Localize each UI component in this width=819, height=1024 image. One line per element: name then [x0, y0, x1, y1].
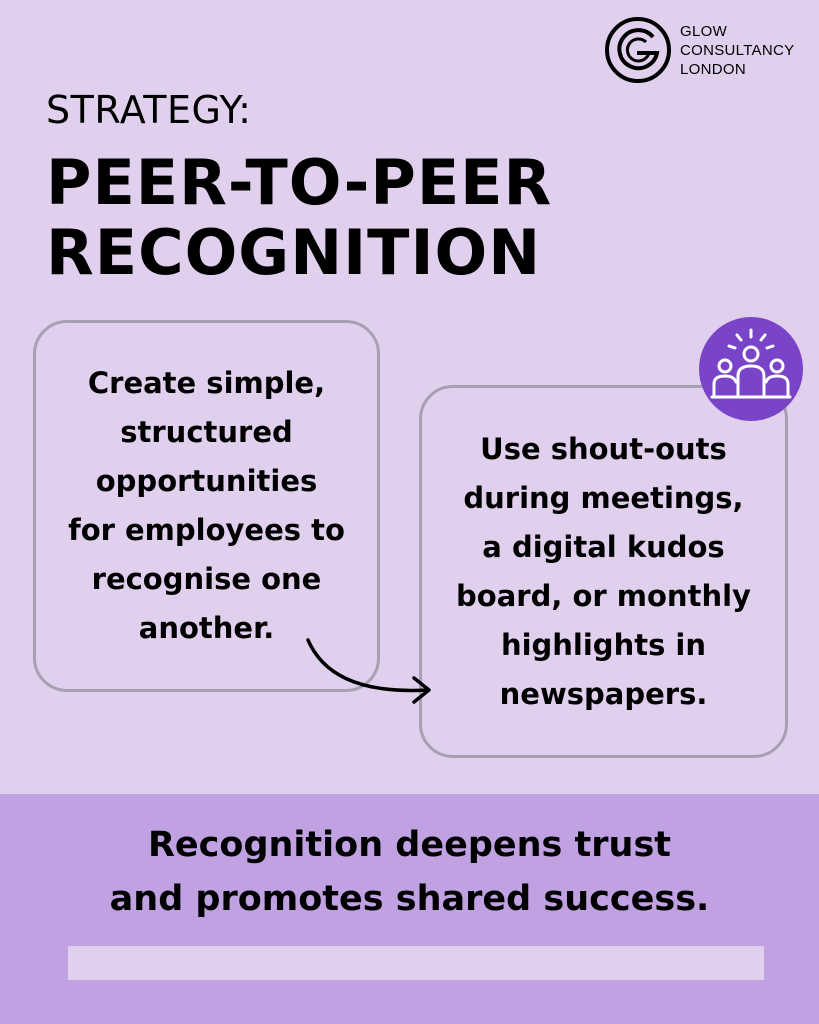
- brand-logo: GLOW CONSULTANCY LONDON: [604, 16, 809, 86]
- footer-highlight-bar: [68, 946, 764, 980]
- page-title: PEER-TO-PEER RECOGNITION: [46, 148, 786, 288]
- page-title-line: PEER-TO-PEER: [46, 146, 553, 219]
- footer-message: Recognition deepens trust and promotes s…: [0, 818, 819, 926]
- card-line: board, or monthly: [456, 578, 751, 613]
- intro-card: Create simple, structured opportunities …: [33, 320, 380, 692]
- intro-card-text: Create simple, structured opportunities …: [58, 359, 355, 653]
- card-line: highlights in: [500, 627, 707, 662]
- card-line: another.: [138, 611, 275, 645]
- team-icon: [699, 317, 803, 421]
- card-line: Use shout-outs: [480, 431, 727, 466]
- card-line: Create simple,: [87, 366, 326, 400]
- card-line: opportunities: [95, 464, 318, 498]
- curved-arrow-icon: [306, 638, 431, 704]
- footer-band: [0, 794, 819, 1024]
- brand-name-line: GLOW: [680, 23, 728, 40]
- brand-name-line: CONSULTANCY: [680, 42, 795, 59]
- strategy-eyebrow: STRATEGY:: [46, 88, 252, 132]
- brand-name: GLOW CONSULTANCY LONDON: [680, 22, 810, 79]
- page-title-line: RECOGNITION: [46, 216, 542, 289]
- card-line: newspapers.: [499, 676, 708, 711]
- examples-card: Use shout-outs during meetings, a digita…: [419, 385, 788, 758]
- g-monogram-icon: [605, 17, 671, 83]
- card-line: during meetings,: [463, 480, 744, 515]
- examples-card-text: Use shout-outs during meetings, a digita…: [446, 425, 761, 719]
- card-line: a digital kudos: [482, 529, 725, 564]
- card-line: recognise one: [91, 562, 322, 596]
- brand-name-line: LONDON: [680, 61, 746, 78]
- footer-line: and promotes shared success.: [109, 879, 710, 919]
- card-line: structured: [120, 415, 293, 449]
- footer-line: Recognition deepens trust: [147, 825, 672, 865]
- card-line: for employees to: [68, 513, 345, 547]
